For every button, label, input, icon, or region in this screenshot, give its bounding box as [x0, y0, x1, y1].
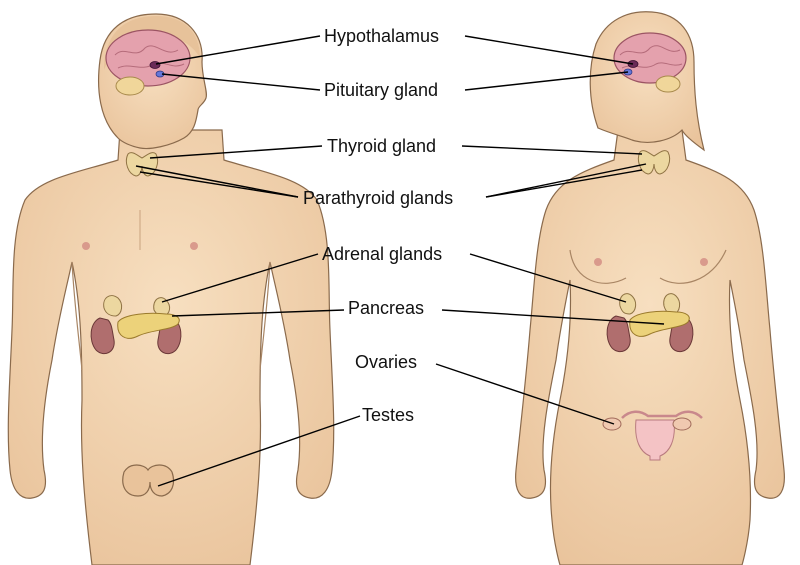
- female-thyroid: [637, 150, 671, 175]
- label-hypothalamus: Hypothalamus: [324, 26, 440, 46]
- female-adrenal-left: [619, 293, 637, 315]
- leader-pituitary-female: [464, 71, 629, 91]
- leader-pituitary-male: [161, 73, 321, 91]
- label-pancreas: Pancreas: [348, 298, 425, 318]
- leader-hypothalamus-male: [155, 35, 321, 65]
- male-adrenal-left: [103, 295, 123, 317]
- male-kidney-left: [90, 317, 115, 355]
- female-figure: [515, 11, 785, 565]
- label-pituitary-gland: Pituitary gland: [324, 80, 439, 100]
- leader-thyroid-female: [461, 145, 643, 155]
- label-adrenal-glands: Adrenal glands: [322, 244, 443, 264]
- label-ovaries: Ovaries: [355, 352, 418, 372]
- leader-testes: [157, 415, 361, 487]
- male-brain: [105, 29, 191, 96]
- male-hypothalamus: [149, 61, 161, 69]
- leader-pancreas-male: [171, 309, 345, 317]
- male-thyroid: [125, 152, 159, 177]
- leader-parathyroid-female-1: [485, 163, 647, 198]
- leader-adrenal-female: [469, 253, 627, 303]
- leader-parathyroid-male-1: [135, 165, 299, 198]
- label-testes: Testes: [362, 405, 415, 425]
- leader-hypothalamus-female: [464, 35, 634, 65]
- leader-lines: [135, 35, 665, 487]
- male-pancreas: [117, 312, 180, 339]
- leader-adrenal-male: [161, 253, 319, 303]
- leader-pancreas-female: [441, 309, 665, 325]
- leader-ovaries: [435, 363, 615, 425]
- label-thyroid-gland: Thyroid gland: [327, 136, 437, 156]
- female-ovary-right: [672, 417, 692, 431]
- leader-parathyroid-male-2: [139, 171, 299, 198]
- female-uterus: [621, 410, 703, 461]
- label-parathyroid-glands: Parathyroid glands: [303, 188, 454, 208]
- leader-parathyroid-female-2: [485, 169, 643, 198]
- male-testes: [122, 464, 175, 497]
- female-kidney-left: [606, 315, 631, 353]
- leader-thyroid-male: [149, 145, 323, 159]
